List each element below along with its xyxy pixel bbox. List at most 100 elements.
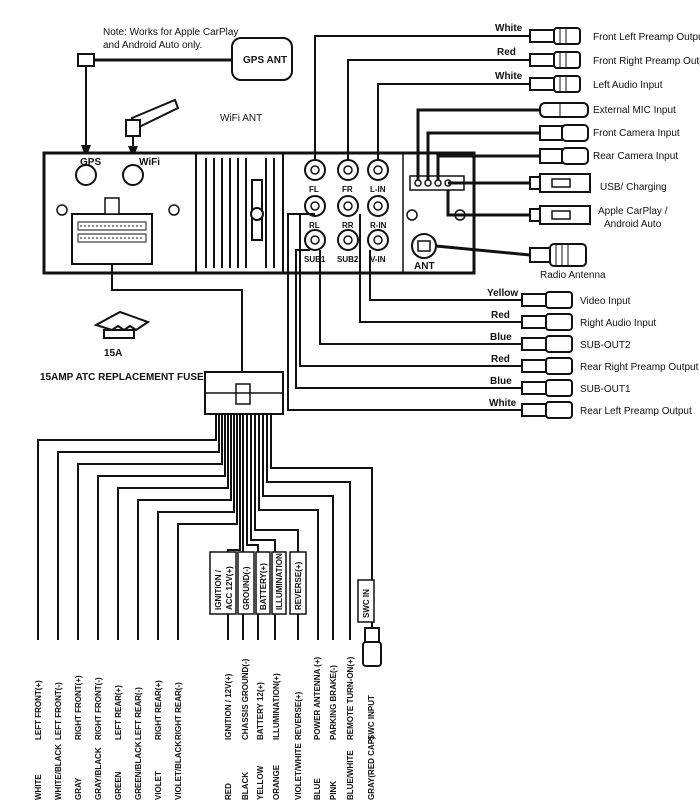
- gps-port-label: GPS: [80, 157, 101, 168]
- harness-color-9: BLACK: [241, 772, 250, 800]
- rca-r-in: R-IN: [370, 221, 387, 230]
- ant-port: [411, 233, 437, 259]
- box-ignition-2: ACC 12V(+): [225, 566, 234, 610]
- rca-plug-front-right: [529, 51, 581, 69]
- rb-label-1: Right Audio Input: [580, 318, 656, 329]
- box-ignition-1: IGNITION /: [214, 569, 223, 610]
- rb-label-0: Video Input: [580, 296, 631, 307]
- harness-func-15: REMOTE TURN-ON(+): [346, 656, 355, 740]
- harness-color-1: WHITE/BLACK: [54, 744, 63, 800]
- harness-color-14: PINK: [329, 781, 338, 800]
- rb-label-2: SUB-OUT2: [580, 340, 631, 351]
- ant-port-label: ANT: [414, 261, 435, 272]
- fuse-icon: [93, 310, 151, 339]
- harness-color-2: GRAY: [74, 777, 83, 800]
- harness-func-10: BATTERY 12(+): [256, 682, 265, 740]
- harness-color-13: BLUE: [313, 778, 322, 800]
- harness-func-9: CHASSIS GROUND(-): [241, 658, 250, 740]
- rca-rl: RL: [309, 221, 320, 230]
- rca-v-in: V-IN: [370, 255, 386, 264]
- note-line-1: Note: Works for Apple CarPlay: [103, 27, 238, 38]
- rca-jack-front-camera: [539, 124, 589, 142]
- harness-func-4: LEFT REAR(+): [114, 685, 123, 740]
- rt-label-5: Rear Camera Input: [593, 151, 678, 162]
- box-ground: GROUND(-): [242, 566, 251, 610]
- rt-label-3: External MIC Input: [593, 105, 676, 116]
- rt-label-7: Apple CarPlay /: [598, 206, 668, 217]
- rt-label-2: Left Audio Input: [593, 80, 663, 91]
- harness-color-16: GRAY(RED CAP): [367, 736, 376, 800]
- harness-func-7: RIGHT REAR(-): [174, 682, 183, 740]
- swc-plug: [362, 627, 382, 667]
- rb-color-5: White: [489, 398, 517, 409]
- rb-color-4: Blue: [490, 376, 512, 387]
- harness-color-7: VIOLET/BLACK: [174, 741, 183, 800]
- harness-color-8: RED: [224, 783, 233, 800]
- note-line-2: and Android Auto only.: [103, 40, 202, 51]
- harness-func-8: IGNITION / 12V(+): [224, 673, 233, 740]
- harness-func-1: LEFT FRONT(-): [54, 682, 63, 740]
- right-bottom-wires: [287, 213, 522, 411]
- box-battery: BATTERY(+): [259, 563, 268, 610]
- rt-label-6: USB/ Charging: [600, 182, 667, 193]
- rca-rr: RR: [342, 221, 354, 230]
- wifi-antenna-label: WiFi ANT: [220, 113, 262, 124]
- rca-plug-front-left: [529, 27, 581, 45]
- harness-color-4: GREEN: [114, 771, 123, 800]
- harness-func-3: RIGHT FRONT(-): [94, 677, 103, 740]
- radio-antenna-label: Radio Antenna: [540, 270, 606, 281]
- wifi-port: [122, 164, 144, 186]
- rca-sub1: SUB1: [304, 255, 326, 264]
- gps-antenna-label: GPS ANT: [243, 55, 287, 66]
- mic-jack: [539, 102, 589, 118]
- right-top-wires: [314, 35, 540, 257]
- harness-func-13: POWER ANTENNA (+): [313, 656, 322, 740]
- harness-func-5: LEFT REAR(-): [134, 687, 143, 740]
- rca-fr: FR: [342, 185, 353, 194]
- gps-port: [75, 164, 97, 186]
- rt-color-1: Red: [497, 47, 516, 58]
- harness-func-16: SWC INPUT: [367, 695, 376, 740]
- harness-color-11: ORANGE: [272, 764, 281, 800]
- harness-labels: LEFT FRONT(+) WHITE LEFT FRONT(-) WHITE/…: [34, 656, 376, 800]
- rt-label-1: Front Right Preamp Output: [593, 56, 700, 67]
- fuse-caption: 15AMP ATC REPLACEMENT FUSE: [40, 372, 204, 383]
- harness-color-3: GRAY/BLACK: [94, 747, 103, 800]
- carplay-usb-connector: [529, 205, 591, 225]
- fuse-rating: 15A: [104, 348, 122, 359]
- harness-func-0: LEFT FRONT(+): [34, 680, 43, 740]
- harness-color-15: BLUE/WHITE: [346, 750, 355, 800]
- rt-color-2: White: [495, 71, 523, 82]
- usb-connector: [529, 173, 591, 193]
- rca-plugs-bottom: [521, 291, 573, 419]
- radio-antenna-plug: [529, 243, 587, 267]
- rt-label-0: Front Left Preamp Output: [593, 32, 700, 43]
- rb-color-3: Red: [491, 354, 510, 365]
- rt-label-4: Front Camera Input: [593, 128, 680, 139]
- rb-label-5: Rear Left Preamp Output: [580, 406, 692, 417]
- box-reverse: REVERSE(+): [294, 561, 303, 610]
- harness-color-12: VIOLET/WHITE: [294, 742, 303, 800]
- rca-fl: FL: [309, 185, 319, 194]
- boxed-labels: IGNITION / ACC 12V(+) GROUND(-) BATTERY(…: [209, 551, 375, 623]
- head-unit: GPS WiFi FL FR: [42, 151, 476, 275]
- harness-func-14: PARKING BRAKE(-): [329, 665, 338, 740]
- rb-color-0: Yellow: [487, 288, 518, 299]
- gps-antenna: GPS ANT: [77, 37, 293, 158]
- box-illumination: ILLUMINATION: [275, 553, 284, 610]
- rca-block: FL FR L-IN RL RR R-IN SUB1 SUB2 V-IN: [304, 159, 389, 264]
- harness-color-5: GREEN/BLACK: [134, 741, 143, 800]
- harness-color-0: WHITE: [34, 774, 43, 800]
- rca-jack-rear-camera: [539, 147, 589, 165]
- rt-color-0: White: [495, 23, 523, 34]
- rb-label-4: SUB-OUT1: [580, 384, 631, 395]
- wifi-antenna: WiFi ANT: [125, 98, 262, 158]
- rca-l-in: L-IN: [370, 185, 386, 194]
- harness-func-2: RIGHT FRONT(+): [74, 675, 83, 740]
- rca-plug-left-audio: [529, 75, 581, 93]
- harness-func-11: ILLUMINATION(+): [272, 673, 281, 740]
- wifi-port-label: WiFi: [139, 157, 160, 168]
- box-swc-in: SWC IN: [362, 589, 371, 618]
- harness-color-10: YELLOW: [256, 765, 265, 800]
